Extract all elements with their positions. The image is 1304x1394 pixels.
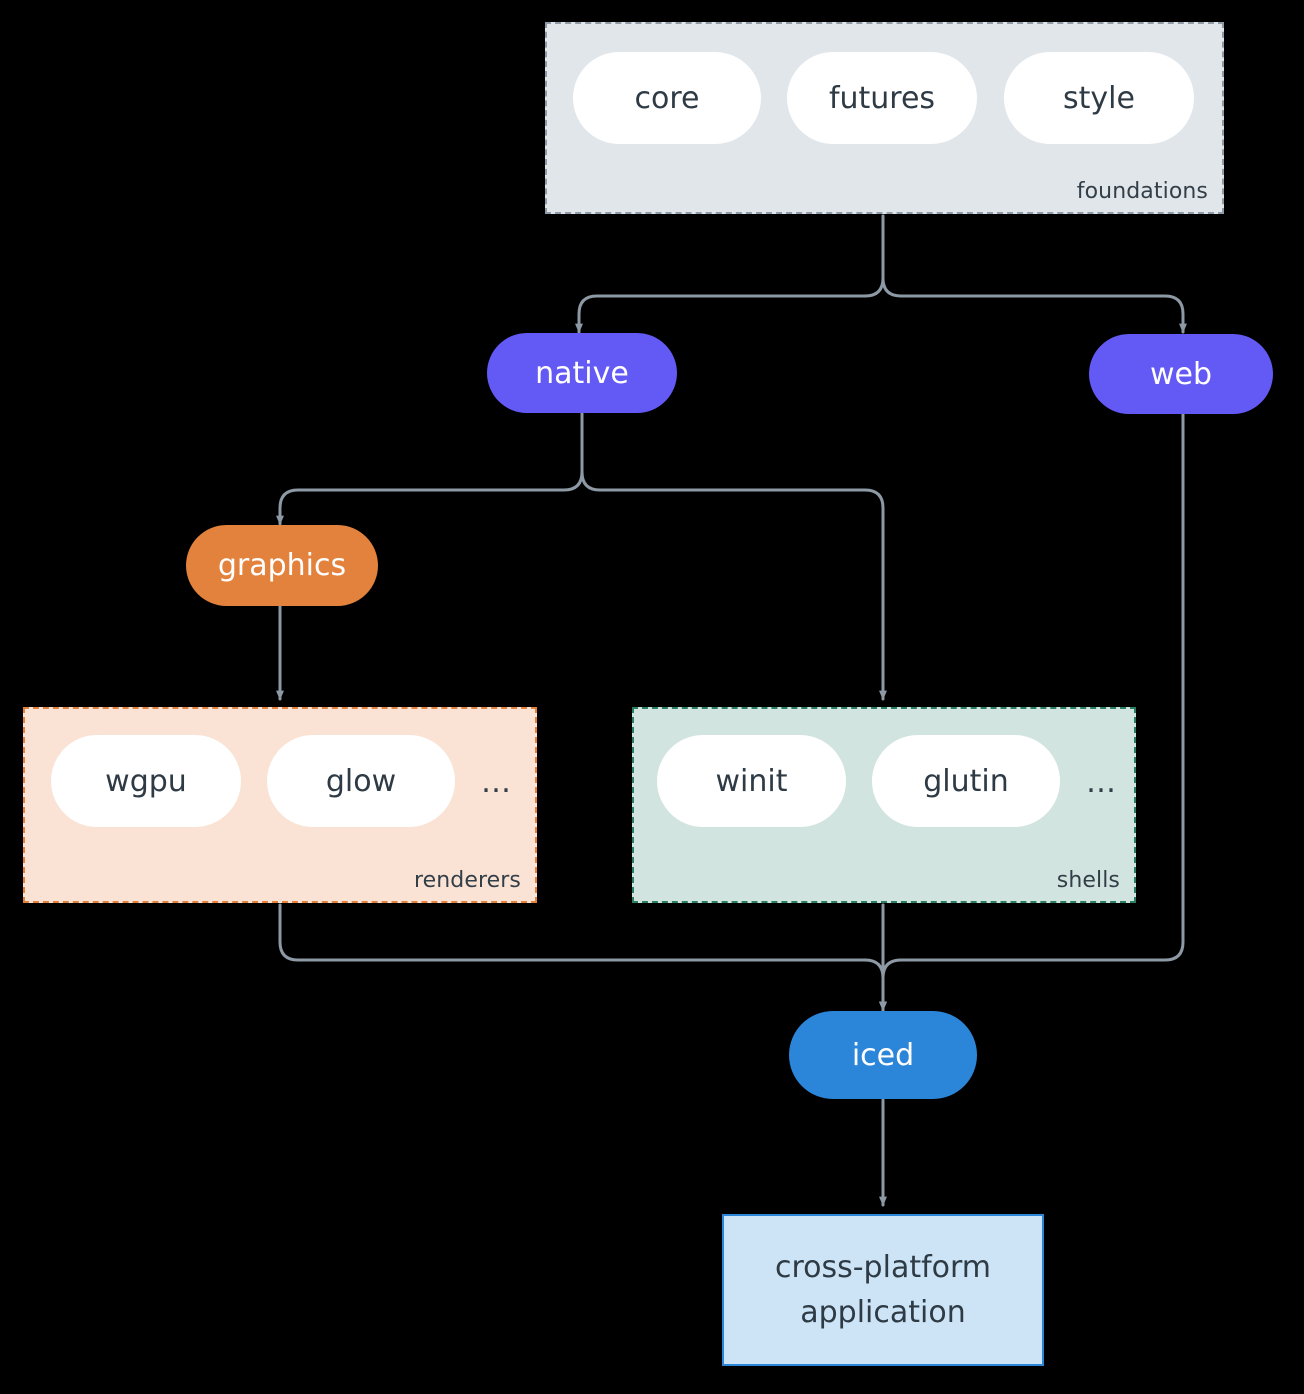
node-glutin[interactable]: glutin bbox=[872, 735, 1060, 827]
node-futures-label: futures bbox=[828, 80, 936, 116]
node-glow[interactable]: glow bbox=[267, 735, 455, 827]
edge-renderers-iced bbox=[278, 903, 887, 1012]
cluster-foundations-label: foundations bbox=[1076, 179, 1208, 204]
edge-native-shells bbox=[580, 411, 887, 701]
edge-foundations-web bbox=[881, 214, 1187, 334]
node-style[interactable]: style bbox=[1004, 52, 1194, 144]
cluster-shells-label: shells bbox=[1056, 868, 1120, 893]
edge-native-graphics bbox=[276, 411, 584, 526]
node-application-label-line1: cross-platform bbox=[774, 1250, 992, 1285]
node-core[interactable]: core bbox=[573, 52, 761, 144]
shells-more-ellipsis: … bbox=[1086, 765, 1116, 800]
node-glutin-label: glutin bbox=[923, 763, 1009, 799]
node-web-label: web bbox=[1149, 356, 1213, 392]
node-winit[interactable]: winit bbox=[657, 735, 846, 827]
node-web[interactable]: web bbox=[1089, 334, 1273, 414]
node-native-label: native bbox=[535, 355, 629, 391]
edge-foundations-native bbox=[575, 214, 885, 334]
node-application[interactable]: cross-platform application bbox=[722, 1214, 1044, 1366]
node-graphics[interactable]: graphics bbox=[186, 525, 378, 606]
cluster-renderers-label: renderers bbox=[413, 868, 521, 893]
node-glow-label: glow bbox=[325, 763, 397, 799]
node-wgpu-label: wgpu bbox=[105, 763, 187, 799]
node-core-label: core bbox=[634, 80, 700, 116]
node-iced-label: iced bbox=[851, 1037, 915, 1073]
node-application-label-line2: application bbox=[800, 1295, 966, 1330]
node-wgpu[interactable]: wgpu bbox=[51, 735, 241, 827]
renderers-more-ellipsis: … bbox=[481, 765, 511, 800]
node-iced[interactable]: iced bbox=[789, 1011, 977, 1099]
node-futures[interactable]: futures bbox=[787, 52, 977, 144]
node-style-label: style bbox=[1063, 80, 1135, 116]
node-native[interactable]: native bbox=[487, 333, 677, 413]
node-graphics-label: graphics bbox=[217, 548, 347, 583]
node-winit-label: winit bbox=[715, 763, 788, 799]
